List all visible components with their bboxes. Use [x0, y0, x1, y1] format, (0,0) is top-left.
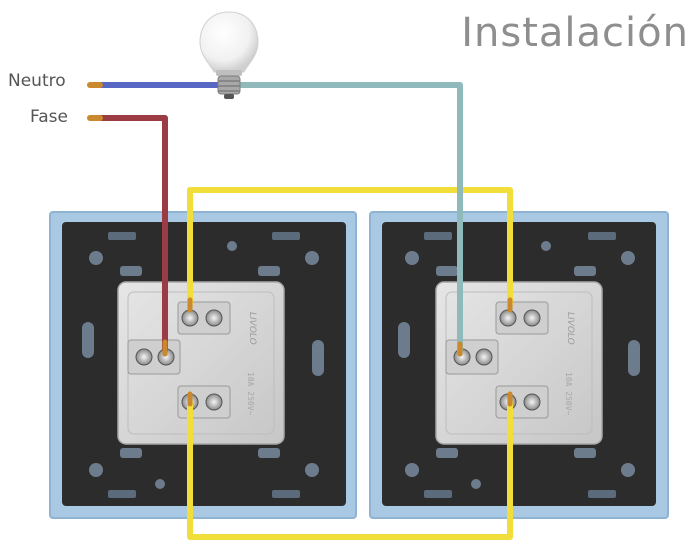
phase-wire [93, 115, 168, 353]
wires [87, 82, 513, 540]
mount-slot [574, 266, 596, 276]
mechanism-body [435, 281, 603, 445]
bulb-neck [216, 70, 242, 76]
screw [205, 309, 223, 327]
mount-slot [120, 266, 142, 276]
brand-text: LIVOLO [565, 312, 575, 345]
spec-text: 10A 250V~ [246, 372, 255, 416]
clip [272, 490, 300, 498]
screw [523, 393, 541, 411]
clip [108, 232, 136, 240]
mount-hole [305, 463, 319, 477]
mount-hole [621, 251, 635, 265]
brand-text: LIVOLO [247, 312, 257, 345]
mount-hole [227, 241, 237, 251]
mount-hole [405, 251, 419, 265]
spec-text: 10A 250V~ [564, 372, 573, 416]
mount-hole [305, 251, 319, 265]
mount-slot [436, 448, 458, 458]
mount-slot [258, 448, 280, 458]
mechanism-body [117, 281, 285, 445]
mount-hole [541, 241, 551, 251]
mount-hole [89, 463, 103, 477]
screw [205, 393, 223, 411]
clip [272, 232, 300, 240]
mount-hole [621, 463, 635, 477]
mount-slot [628, 340, 640, 376]
phase-label: Fase [30, 107, 68, 127]
screw [475, 348, 493, 366]
traveler-wire-top [187, 187, 513, 307]
bulb-tip [224, 94, 234, 99]
mount-hole [155, 479, 165, 489]
screw [135, 348, 153, 366]
clip [108, 490, 136, 498]
bulb-glass [199, 11, 259, 73]
switch-right: LIVOLO 10A 250V~ [369, 211, 669, 519]
clip [424, 232, 452, 240]
mount-slot [312, 340, 324, 376]
clip [588, 490, 616, 498]
clip [588, 232, 616, 240]
mount-slot [574, 448, 596, 458]
mount-hole [89, 251, 103, 265]
clip [424, 490, 452, 498]
mount-slot [436, 266, 458, 276]
neutral-label: Neutro [8, 71, 66, 91]
lamp-return-wire [233, 82, 463, 355]
traveler-wire-bottom [187, 399, 513, 540]
mount-hole [405, 463, 419, 477]
screw [523, 309, 541, 327]
light-bulb-icon [199, 11, 259, 99]
switch-left: LIVOLO 10A 250V~ [49, 211, 357, 519]
screw [499, 309, 517, 327]
mount-slot [82, 322, 94, 358]
page-title: Instalación [461, 10, 689, 56]
mount-slot [120, 448, 142, 458]
mount-slot [258, 266, 280, 276]
mount-slot [398, 322, 410, 358]
mount-hole [471, 479, 481, 489]
